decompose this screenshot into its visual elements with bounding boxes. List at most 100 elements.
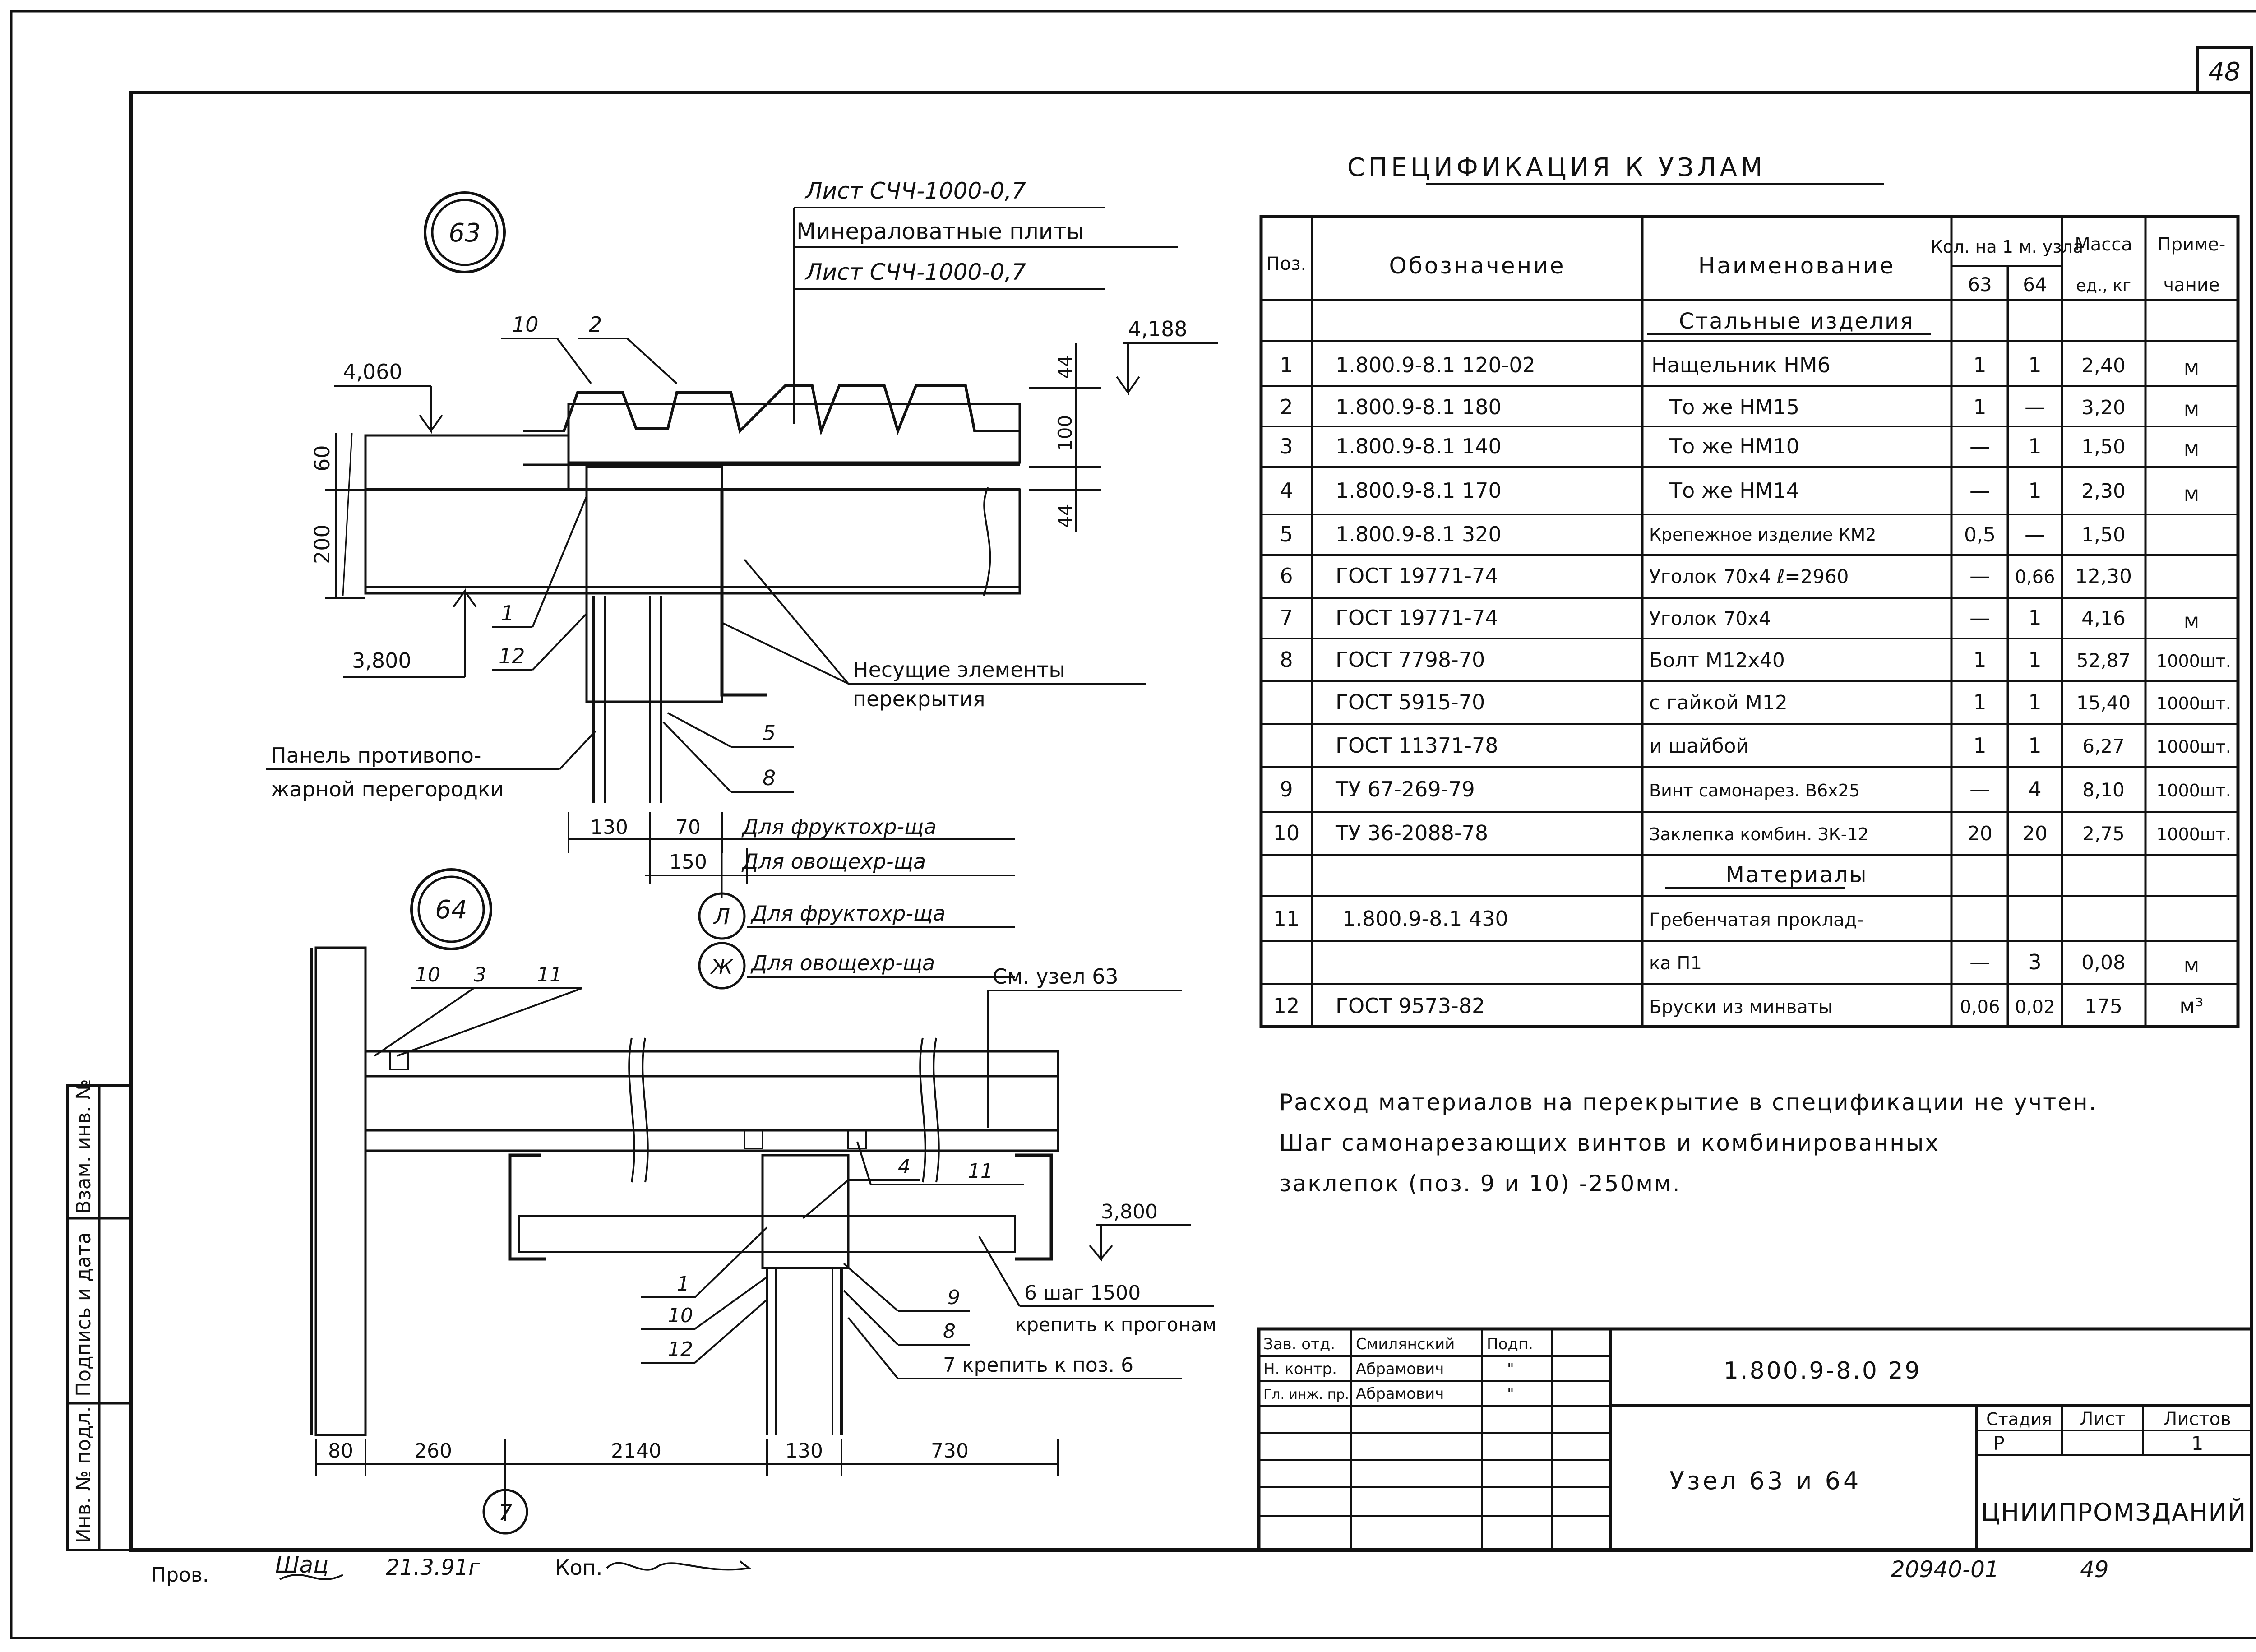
cell-name: Крепежное изделие КМ2 (1649, 525, 1876, 545)
cell-name: ка П1 (1649, 953, 1702, 974)
cell-note: м³ (2179, 994, 2203, 1018)
note-line-2: Шаг самонарезающих винтов и комбинирован… (1279, 1130, 1940, 1156)
cell-name: Уголок 70х4 (1649, 607, 1771, 629)
role-chief: Гл. инж. пр. (1263, 1387, 1349, 1402)
hdr-qty: Кол. на 1 м. узла (1931, 237, 2083, 257)
cell-mass: 1,50 (2081, 435, 2126, 458)
node-63-label: 63 (448, 218, 481, 248)
cell-pos: 11 (1273, 907, 1300, 931)
cell-q64: 1 (2028, 353, 2041, 377)
note-line-3: заклепок (поз. 9 и 10) -250мм. (1279, 1171, 1681, 1197)
outer-frame (10, 10, 2256, 1639)
dim-730: 730 (931, 1439, 969, 1462)
axis-7: 7 (499, 1500, 513, 1525)
footer-copy: Коп. (555, 1555, 603, 1580)
cell-designation: ТУ 36-2088-78 (1335, 821, 1488, 845)
callout-4: 4 (898, 1155, 911, 1178)
node-63-detail: 63 Лист СЧЧ-1000-0,7 Минераловатные плит… (266, 178, 1218, 990)
org-name: ЦНИИПРОМЗДАНИЙ (1981, 1498, 2247, 1527)
cell-q63: — (1969, 564, 1990, 588)
cell-q64: 0,02 (2015, 997, 2055, 1018)
name-1: Смилянский (1356, 1335, 1455, 1353)
cell-mass: 0,08 (2081, 951, 2126, 974)
stamp-inv-no: Инв. № подл. (72, 1406, 95, 1543)
sign-2: " (1507, 1360, 1514, 1378)
cell-note: 1000шт. (2156, 694, 2231, 713)
cell-name: То же НМ10 (1669, 434, 1799, 458)
cell-q64: 20 (2022, 822, 2048, 845)
cell-pos: 2 (1280, 395, 1293, 419)
cell-note: 1000шт. (2156, 651, 2231, 671)
label-bearing-2: перекрытия (853, 687, 985, 711)
table-row: 9 ТУ 67-269-79 Винт самонарез. В6х25 — 4… (1280, 777, 2231, 801)
callout-11: 11 (537, 963, 562, 986)
section-materials: Материалы (1726, 862, 1868, 888)
stamp-replace-inv: Взам. инв. № (72, 1079, 95, 1214)
cell-designation: 1.800.9-8.1 430 (1342, 907, 1508, 931)
table-row: 3 1.800.9-8.1 140 То же НМ10 — 1 1,50 м (1280, 434, 2199, 461)
axis-Zh: Ж (710, 956, 733, 979)
label-six-step: 6 шаг 1500 (1024, 1282, 1141, 1305)
cell-designation: ГОСТ 7798-70 (1336, 648, 1485, 672)
dim-200: 200 (310, 524, 334, 564)
table-row: ГОСТ 5915-70 с гайкой М12 1 1 15,40 1000… (1336, 690, 2231, 714)
table-row: 4 1.800.9-8.1 170 То же НМ14 — 1 2,30 м (1280, 478, 2199, 506)
cell-mass: 2,75 (2082, 823, 2125, 845)
cell-mass: 175 (2085, 995, 2122, 1018)
sheets-header: Листов (2164, 1409, 2231, 1430)
spec-title: СПЕЦИФИКАЦИЯ К УЗЛАМ (1347, 153, 1766, 182)
footer: Пров. Шац 21.3.91г Коп. 20940-01 49 (151, 1552, 2109, 1587)
callout-2: 2 (589, 312, 602, 337)
table-row: 12 ГОСТ 9573-82 Бруски из минваты 0,06 0… (1273, 994, 2204, 1018)
cell-mass: 1,50 (2081, 523, 2126, 546)
cell-pos: 8 (1280, 648, 1293, 672)
stage-value: Р (1993, 1432, 2004, 1454)
callout-11-mid: 11 (968, 1160, 993, 1183)
cell-q64: 0,66 (2015, 567, 2055, 588)
table-row: ка П1 — 3 0,08 м (1649, 950, 2199, 977)
elev-4188: 4,188 (1128, 317, 1188, 341)
cell-note: 1000шт. (2156, 737, 2231, 757)
cell-q63: — (1969, 606, 1990, 630)
cell-mass: 12,30 (2075, 565, 2132, 588)
cell-designation: ГОСТ 19771-74 (1336, 564, 1498, 588)
cell-designation: ТУ 67-269-79 (1335, 777, 1475, 801)
label-seven-fix: 7 крепить к поз. 6 (943, 1354, 1133, 1377)
cell-name: То же НМ15 (1669, 395, 1799, 419)
dim-44-bottom: 44 (1054, 504, 1076, 528)
label-sheet-bottom: Лист СЧЧ-1000-0,7 (804, 259, 1026, 285)
specification-table: СПЕЦИФИКАЦИЯ К УЗЛАМ Поз. Обозначение На… (1259, 153, 2240, 1028)
cell-mass: 8,10 (2082, 779, 2125, 801)
cell-mass: 2,40 (2081, 354, 2126, 377)
cell-q64: — (2025, 522, 2045, 546)
dim-100: 100 (1054, 415, 1076, 451)
dim-60: 60 (310, 445, 334, 472)
sheet-header: Лист (2080, 1409, 2125, 1430)
cell-pos: 4 (1280, 478, 1293, 503)
callout-3: 3 (474, 963, 486, 986)
stage-header: Стадия (1986, 1409, 2052, 1429)
callout-10: 10 (512, 312, 539, 337)
cell-pos: 6 (1280, 564, 1293, 588)
label-for-veg: Для овощехр-ща (741, 849, 926, 874)
cell-note: м (2184, 481, 2200, 506)
cell-q64: 3 (2028, 950, 2041, 974)
label-see-node-63: См. узел 63 (993, 964, 1119, 989)
callout-1-left: 1 (677, 1273, 689, 1296)
cell-q64: 1 (2028, 648, 2041, 672)
cell-name: Заклепка комбин. ЗК-12 (1649, 824, 1869, 844)
cell-pos: 12 (1273, 994, 1300, 1018)
cell-q64: 4 (2028, 777, 2041, 801)
cell-name: Гребенчатая проклад- (1649, 910, 1863, 930)
cell-designation: 1.800.9-8.1 120-02 (1336, 353, 1535, 377)
elev-3800: 3,800 (352, 648, 411, 673)
cell-q63: 0,06 (1960, 997, 2000, 1018)
doc-code: 1.800.9-8.0 29 (1724, 1357, 1922, 1384)
node-64-detail: 64 См. узел 63 10 3 11 (310, 868, 1216, 1535)
label-bearing-1: Несущие элементы (853, 657, 1065, 682)
table-row: 8 ГОСТ 7798-70 Болт М12х40 1 1 52,87 100… (1280, 648, 2231, 672)
hdr-mass: Масса (2075, 234, 2132, 255)
cell-mass: 4,16 (2081, 607, 2126, 630)
cell-name: с гайкой М12 (1649, 691, 1788, 714)
